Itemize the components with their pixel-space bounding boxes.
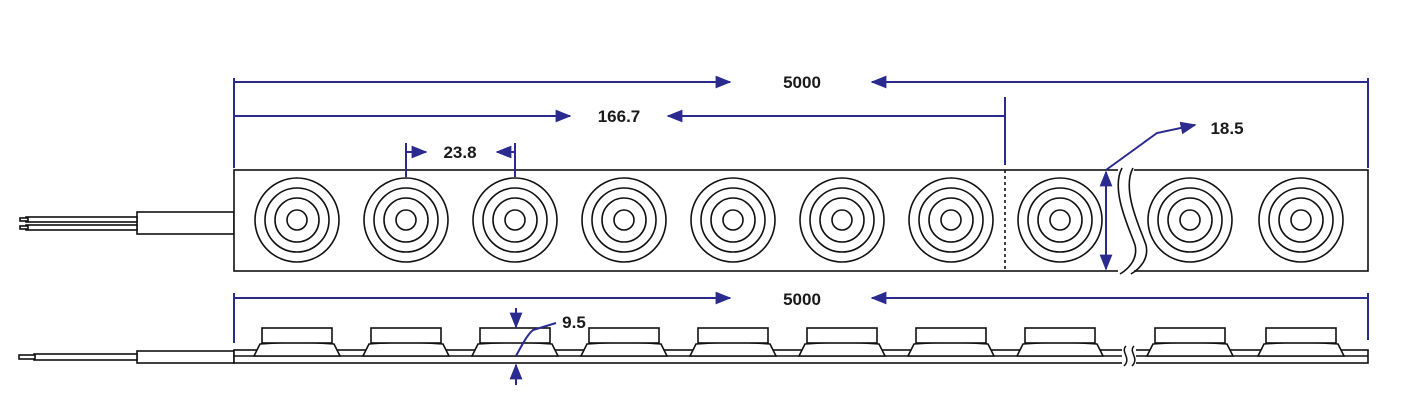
led-module-top — [690, 177, 776, 263]
label-segment-length: 166.7 — [598, 107, 641, 126]
led-module-side — [1256, 327, 1346, 357]
led-module-side — [1015, 327, 1105, 357]
led-module-top — [1147, 177, 1233, 263]
led-module-side — [252, 327, 342, 357]
label-width: 18.5 — [1210, 119, 1243, 138]
led-module-top — [254, 177, 340, 263]
led-module-top — [1258, 177, 1344, 263]
label-total-length-top: 5000 — [783, 73, 821, 92]
label-led-pitch: 23.8 — [443, 143, 476, 162]
led-module-top — [908, 177, 994, 263]
led-module-side — [579, 327, 669, 357]
led-module-side — [906, 327, 996, 357]
top-view — [19, 167, 1369, 275]
led-module-top — [799, 177, 885, 263]
label-total-length-side: 5000 — [783, 290, 821, 309]
led-module-top — [363, 177, 449, 263]
dimension-led-pitch: 23.8 — [405, 143, 516, 177]
led-module-side — [470, 327, 560, 357]
dimension-width: 18.5 — [1099, 119, 1244, 271]
side-view — [18, 327, 1369, 367]
strip-body-top — [233, 169, 1369, 272]
led-module-side — [361, 327, 451, 357]
dimension-segment-length: 166.7 — [234, 97, 1006, 165]
cable-top — [19, 211, 235, 235]
label-height: 9.5 — [562, 313, 586, 332]
led-module-side — [1145, 327, 1235, 357]
cable-side — [18, 350, 235, 364]
dimension-total-length-top: 5000 — [233, 73, 1369, 168]
dimension-total-length-side: 5000 — [233, 290, 1369, 343]
led-module-side — [688, 327, 778, 357]
break-mark-top — [1117, 167, 1148, 275]
break-mark-side — [1122, 345, 1136, 367]
dimension-height: 9.5 — [509, 308, 586, 385]
led-module-side — [797, 327, 887, 357]
led-module-top — [472, 177, 558, 263]
led-modules-top — [254, 177, 1344, 263]
led-module-top — [581, 177, 667, 263]
led-modules-side — [252, 327, 1346, 357]
